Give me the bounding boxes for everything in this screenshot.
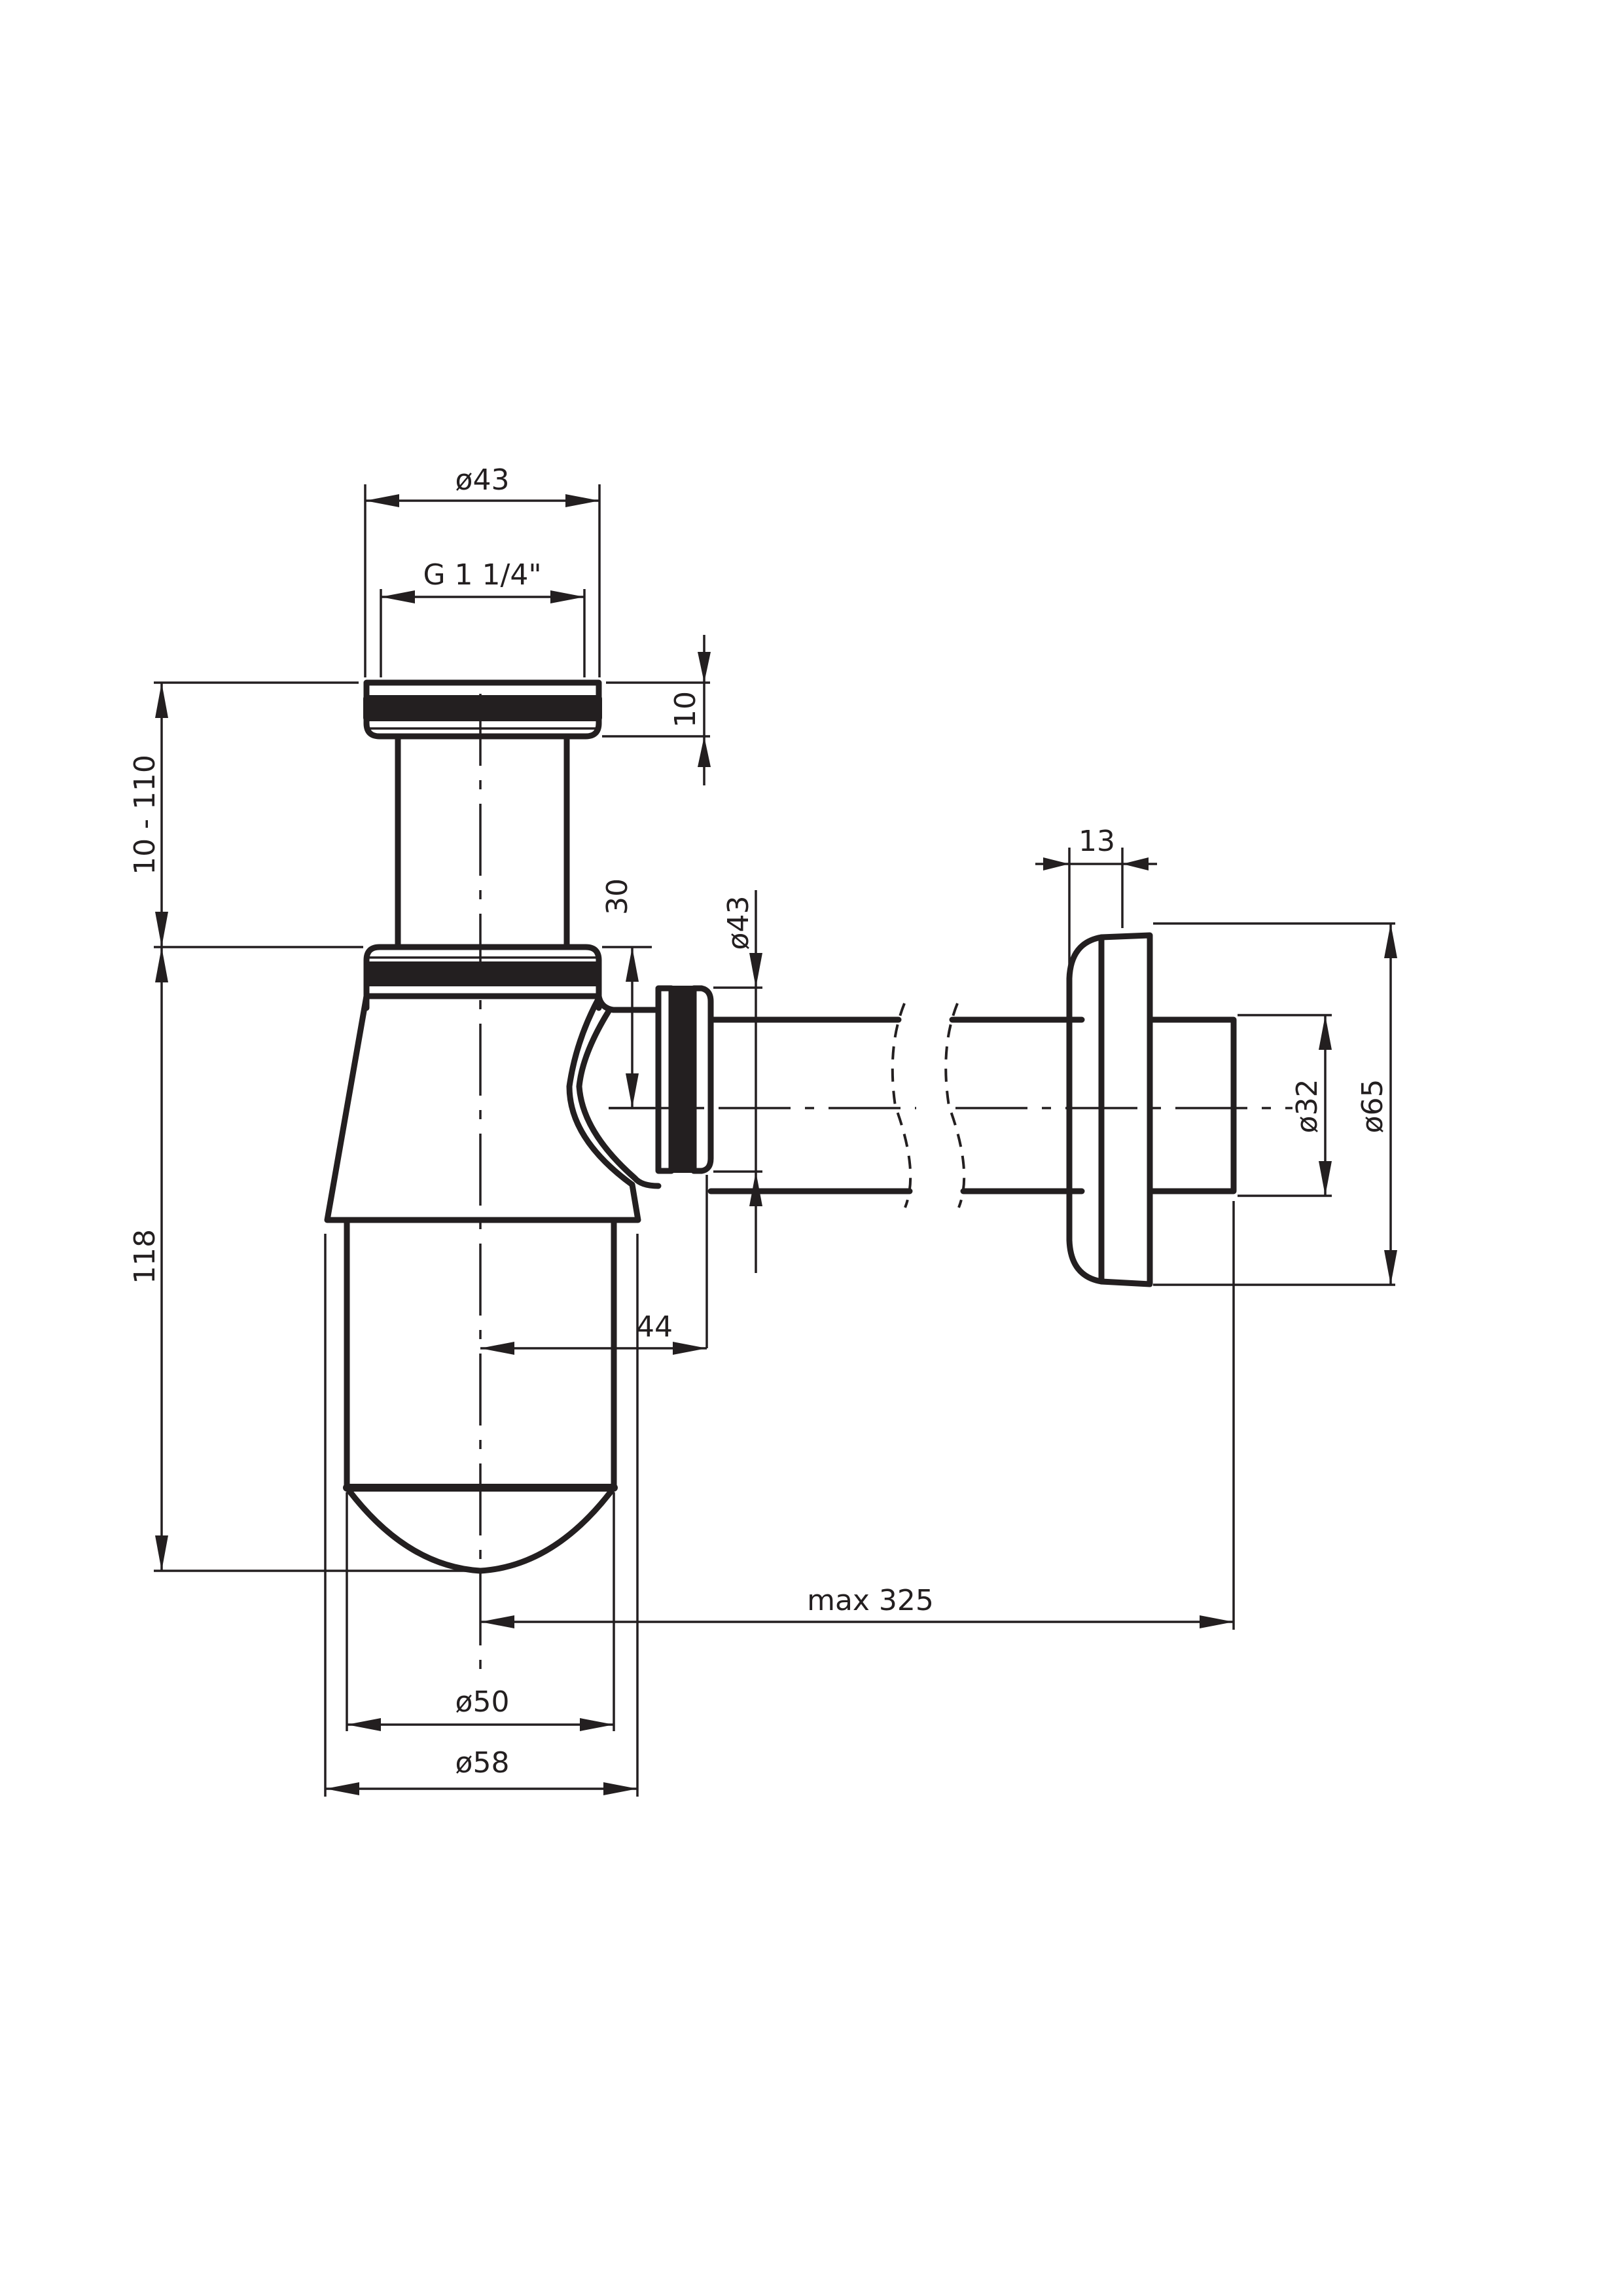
outlet-reach-label: 44 bbox=[636, 1310, 673, 1344]
tube-range-label: 10 - 110 bbox=[128, 755, 162, 875]
center-lines bbox=[479, 694, 1293, 1676]
dim-outlet-offset: 30 bbox=[601, 878, 639, 1108]
dim-outlet-reach: 44 bbox=[480, 1310, 707, 1355]
dim-outlet-pipe-diameter: ø32 bbox=[1291, 1015, 1332, 1196]
top-nut-height-label: 10 bbox=[669, 691, 702, 728]
outlet-offset-label: 30 bbox=[601, 878, 634, 915]
max-length-label: max 325 bbox=[807, 1584, 934, 1617]
outlet-gasket bbox=[671, 986, 693, 1173]
dim-cup-outer-diameter: ø58 bbox=[325, 1746, 637, 1795]
dim-tube-range: 10 - 110 bbox=[128, 683, 168, 947]
outlet-pipe bbox=[707, 1003, 1085, 1208]
dim-thread: G 1 1/4" bbox=[381, 558, 584, 603]
cup-outer-diameter-label: ø58 bbox=[455, 1746, 510, 1780]
body-gasket bbox=[364, 961, 601, 986]
dim-outlet-nut-diameter: ø43 bbox=[722, 890, 762, 1273]
flange-diameter-label: ø65 bbox=[1356, 1079, 1389, 1134]
dim-max-length: max 325 bbox=[480, 1584, 1234, 1628]
flange-depth-label: 13 bbox=[1079, 825, 1115, 858]
dim-top-diameter: ø43 bbox=[365, 463, 599, 507]
outlet-nut-diameter-label: ø43 bbox=[722, 896, 755, 950]
dim-flange-depth: 13 bbox=[1035, 825, 1157, 870]
cup-inner-diameter-label: ø50 bbox=[455, 1685, 510, 1719]
riser-tube bbox=[395, 733, 570, 950]
extension-lines bbox=[154, 484, 1395, 1797]
outlet-pipe-diameter-label: ø32 bbox=[1291, 1079, 1324, 1134]
dim-cup-inner-diameter: ø50 bbox=[347, 1685, 614, 1731]
dim-flange-diameter: ø65 bbox=[1356, 924, 1397, 1285]
dim-top-nut-height: 10 bbox=[669, 635, 711, 785]
outlet-nut bbox=[655, 985, 714, 1174]
wall-flange bbox=[1066, 932, 1237, 1287]
break-line-right bbox=[944, 1003, 966, 1208]
top-nut bbox=[363, 679, 602, 740]
wall-pipe-stub bbox=[1147, 1016, 1237, 1194]
dim-total-height: 118 bbox=[128, 947, 168, 1571]
top-gasket bbox=[363, 695, 602, 721]
total-height-label: 118 bbox=[128, 1229, 162, 1284]
siphon-body bbox=[324, 993, 662, 1223]
thread-label: G 1 1/4" bbox=[423, 558, 541, 592]
body-nut bbox=[363, 944, 602, 1011]
break-line-left bbox=[891, 1003, 912, 1208]
top-diameter-label: ø43 bbox=[455, 463, 510, 497]
